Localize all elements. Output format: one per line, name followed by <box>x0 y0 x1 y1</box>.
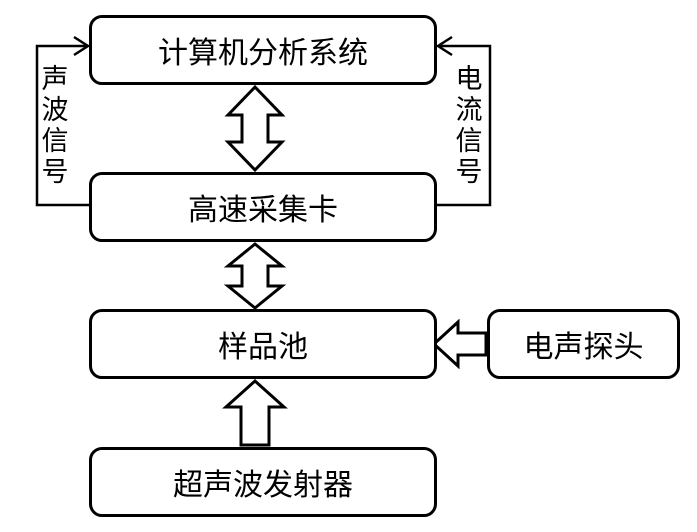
probe-to-cell-arrow <box>431 318 488 370</box>
current-signal-line <box>436 44 492 207</box>
ultrasonic-emitter-label: 超声波发射器 <box>173 468 353 503</box>
current-signal-arrowhead <box>435 35 453 57</box>
high-speed-acquisition-card-label: 高速采集卡 <box>188 193 338 228</box>
emat-probe-box: 电声探头 <box>487 309 680 379</box>
acoustic-signal-label: 声波信号 <box>41 64 69 188</box>
sample-cell-label: 样品池 <box>218 330 308 365</box>
computer-daq-double-arrow <box>224 84 286 173</box>
high-speed-acquisition-card-box: 高速采集卡 <box>89 172 437 242</box>
sample-cell-box: 样品池 <box>89 309 437 379</box>
current-signal-label: 电流信号 <box>455 64 483 188</box>
acoustic-signal-arrowhead <box>73 35 91 57</box>
computer-analysis-system-label: 计算机分析系统 <box>158 36 368 71</box>
daq-cell-double-arrow <box>223 242 287 310</box>
acoustic-signal-line <box>35 44 90 207</box>
emat-probe-label: 电声探头 <box>523 330 644 365</box>
ultrasonic-emitter-box: 超声波发射器 <box>89 447 437 517</box>
computer-analysis-system-box: 计算机分析系统 <box>89 15 437 85</box>
emitter-to-cell-arrow <box>222 378 288 447</box>
